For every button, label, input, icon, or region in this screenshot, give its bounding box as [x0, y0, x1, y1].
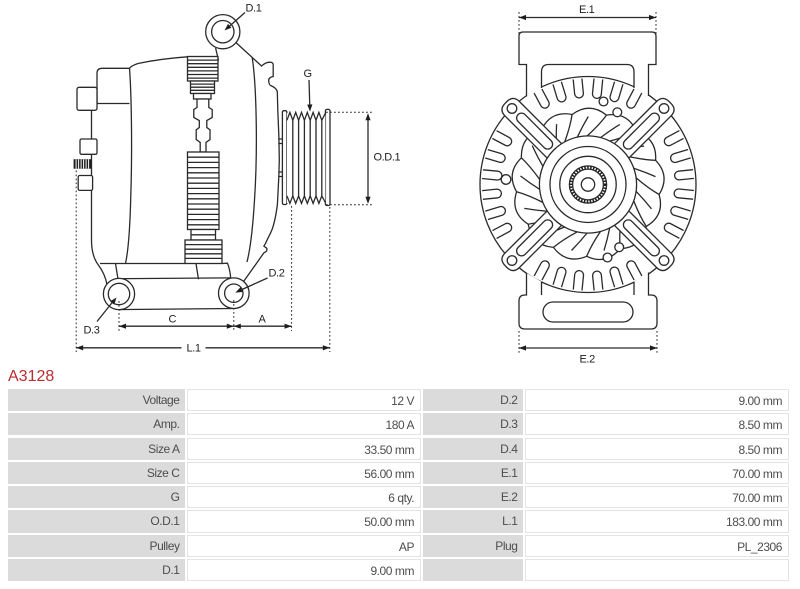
svg-text:A: A — [259, 314, 267, 326]
svg-text:D.1: D.1 — [246, 3, 262, 15]
svg-text:G: G — [304, 68, 312, 80]
svg-text:C: C — [169, 314, 177, 326]
svg-text:L.1: L.1 — [187, 343, 201, 355]
svg-text:E.1: E.1 — [579, 4, 595, 16]
svg-text:D.2: D.2 — [269, 268, 285, 280]
svg-text:D.3: D.3 — [84, 325, 100, 337]
svg-text:O.D.1: O.D.1 — [374, 152, 401, 164]
svg-text:E.2: E.2 — [580, 354, 596, 366]
